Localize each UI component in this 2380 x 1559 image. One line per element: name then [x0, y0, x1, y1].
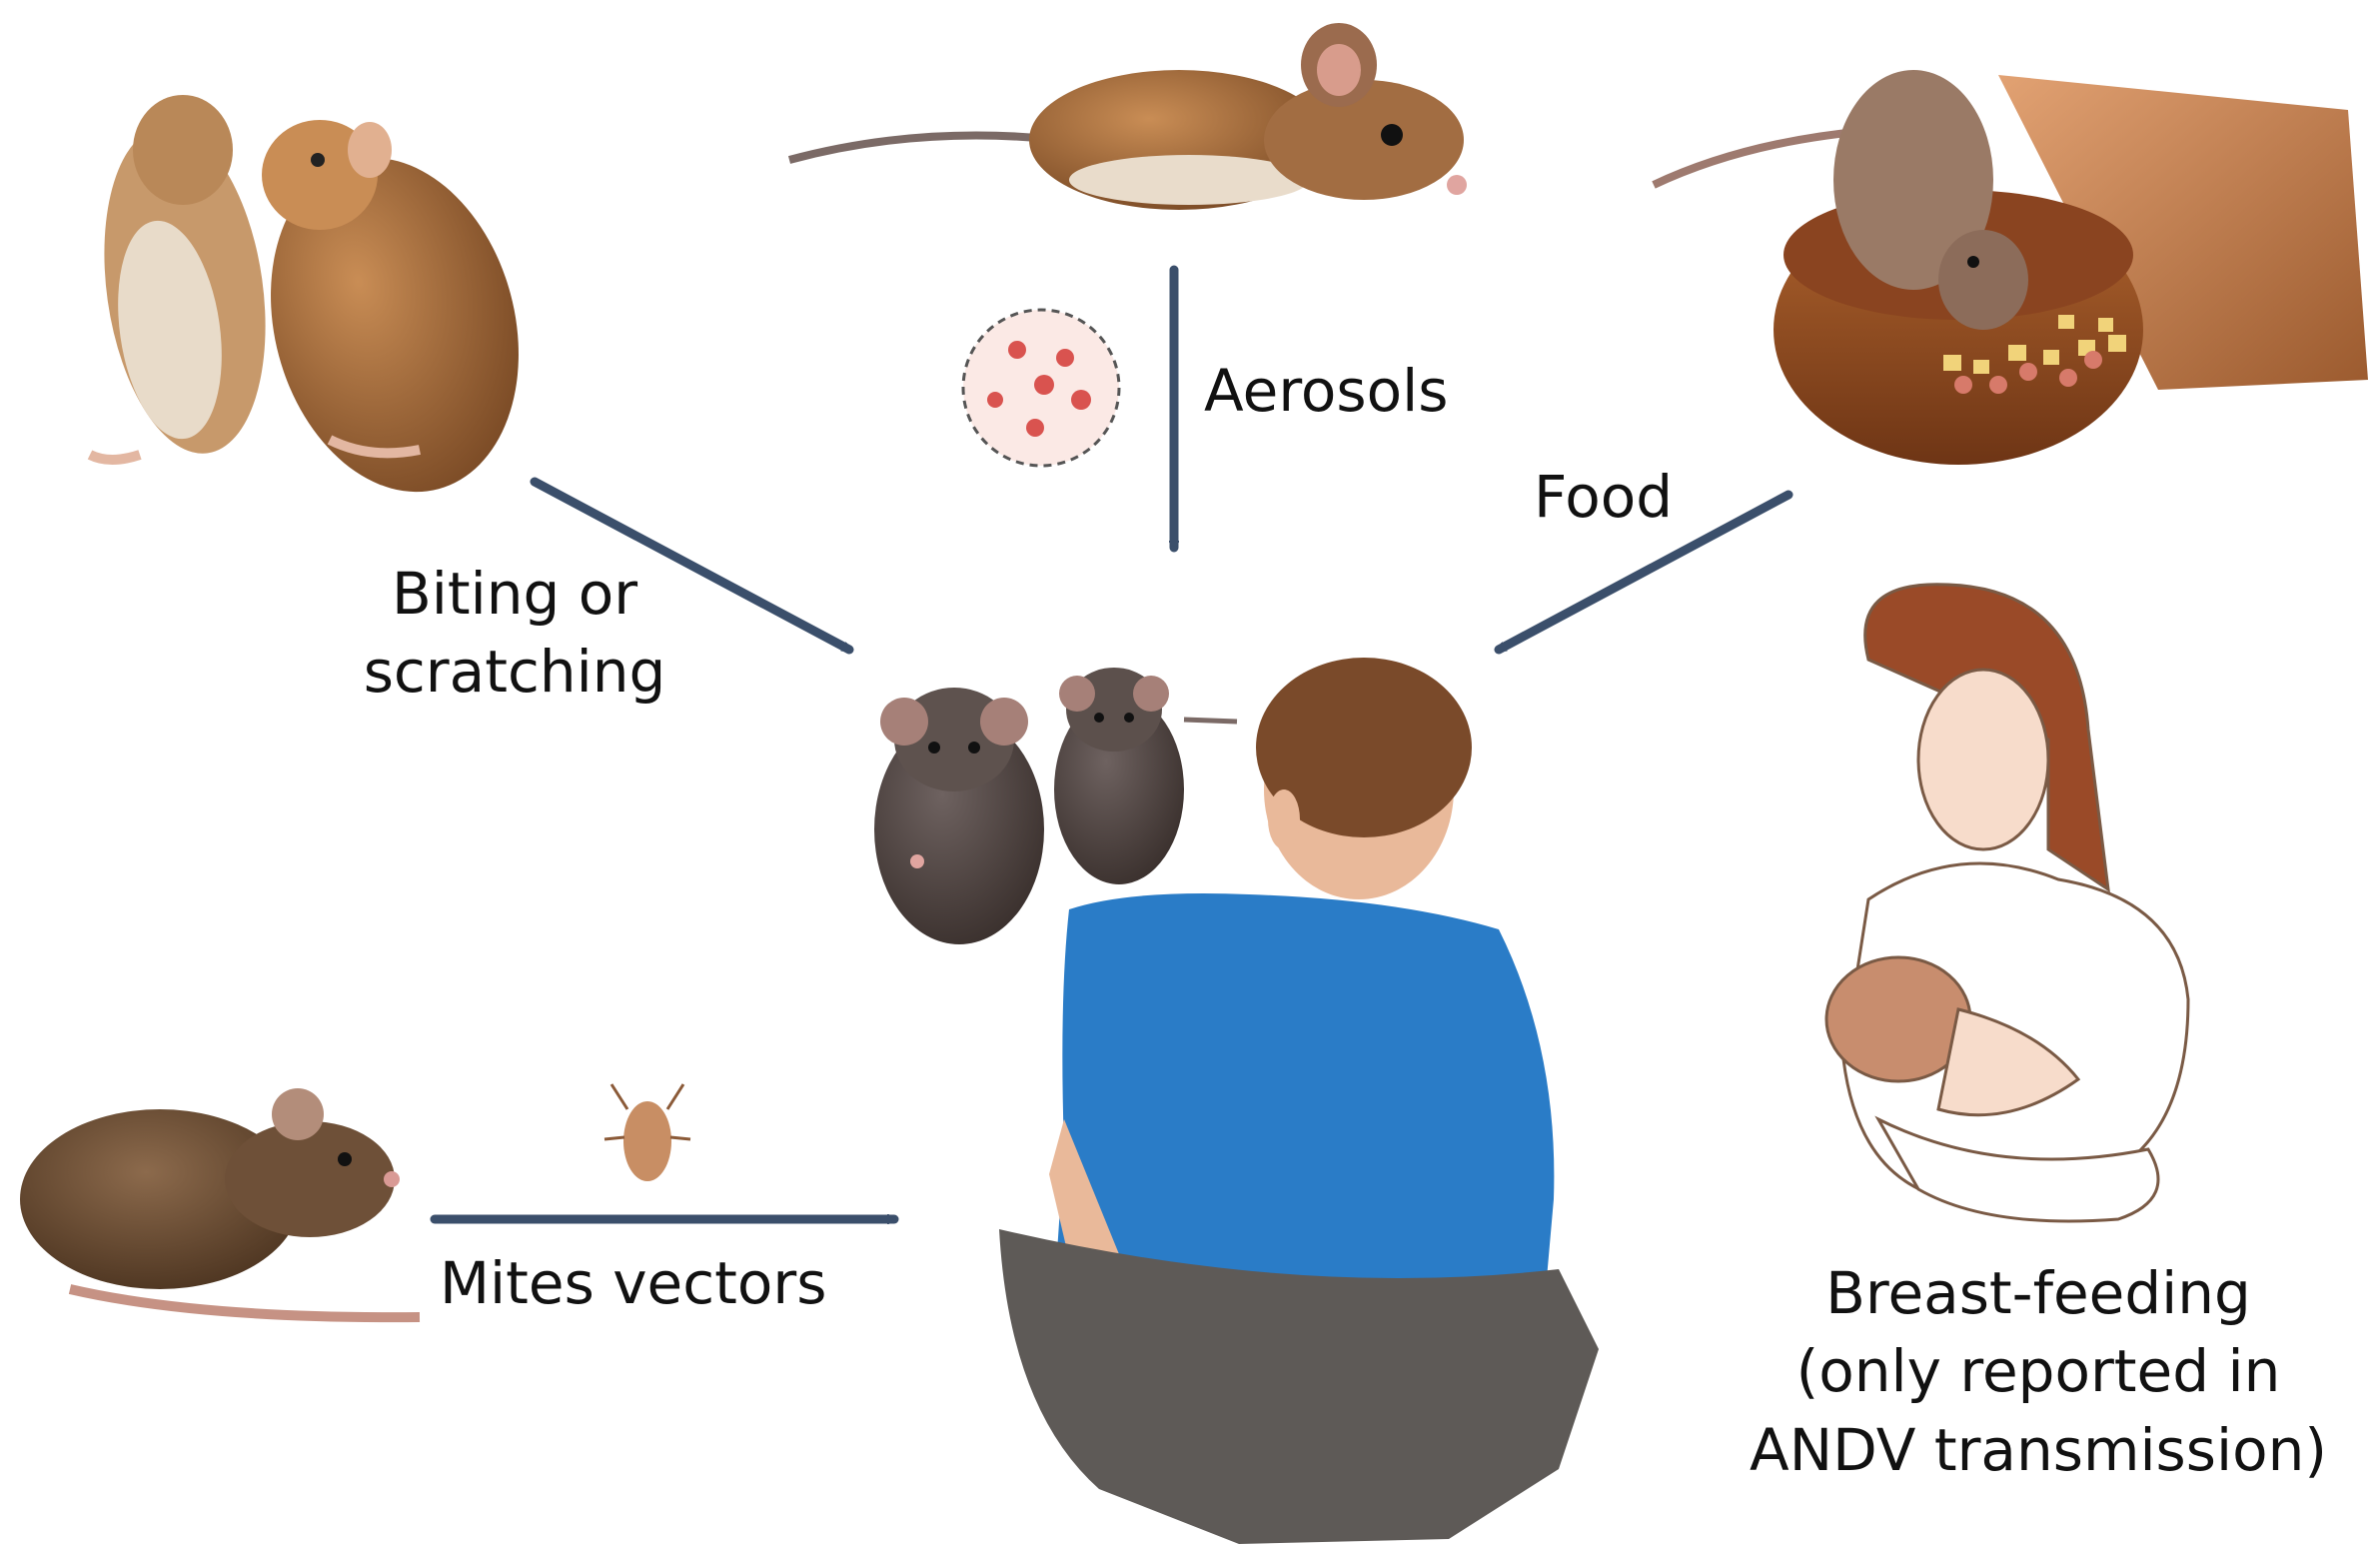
mouse-illustration: [789, 23, 1467, 210]
label-biting-line-1: Biting or: [330, 555, 699, 633]
mite-illustration: [604, 1084, 690, 1181]
label-mites-vectors: Mites vectors: [440, 1244, 826, 1322]
label-breast-line-3: ANDV transmission): [1729, 1411, 2348, 1489]
label-food: Food: [1534, 458, 1673, 536]
label-biting-scratching: Biting or scratching: [330, 555, 699, 712]
label-biting-line-2: scratching: [330, 633, 699, 711]
paired-mice-illustration: [85, 95, 555, 520]
brown-rat-illustration: [20, 1088, 420, 1317]
label-breast-line-1: Breast-feeding: [1729, 1254, 2348, 1332]
rat-eating-from-bowl-illustration: [1654, 70, 2368, 465]
label-breast-feeding: Breast-feeding (only reported in ANDV tr…: [1729, 1254, 2348, 1489]
label-aerosols: Aerosols: [1204, 352, 1448, 430]
breastfeeding-mother-illustration: [1826, 585, 2188, 1221]
aerosol-particle-icon: [963, 310, 1119, 466]
label-breast-line-2: (only reported in: [1729, 1332, 2348, 1410]
